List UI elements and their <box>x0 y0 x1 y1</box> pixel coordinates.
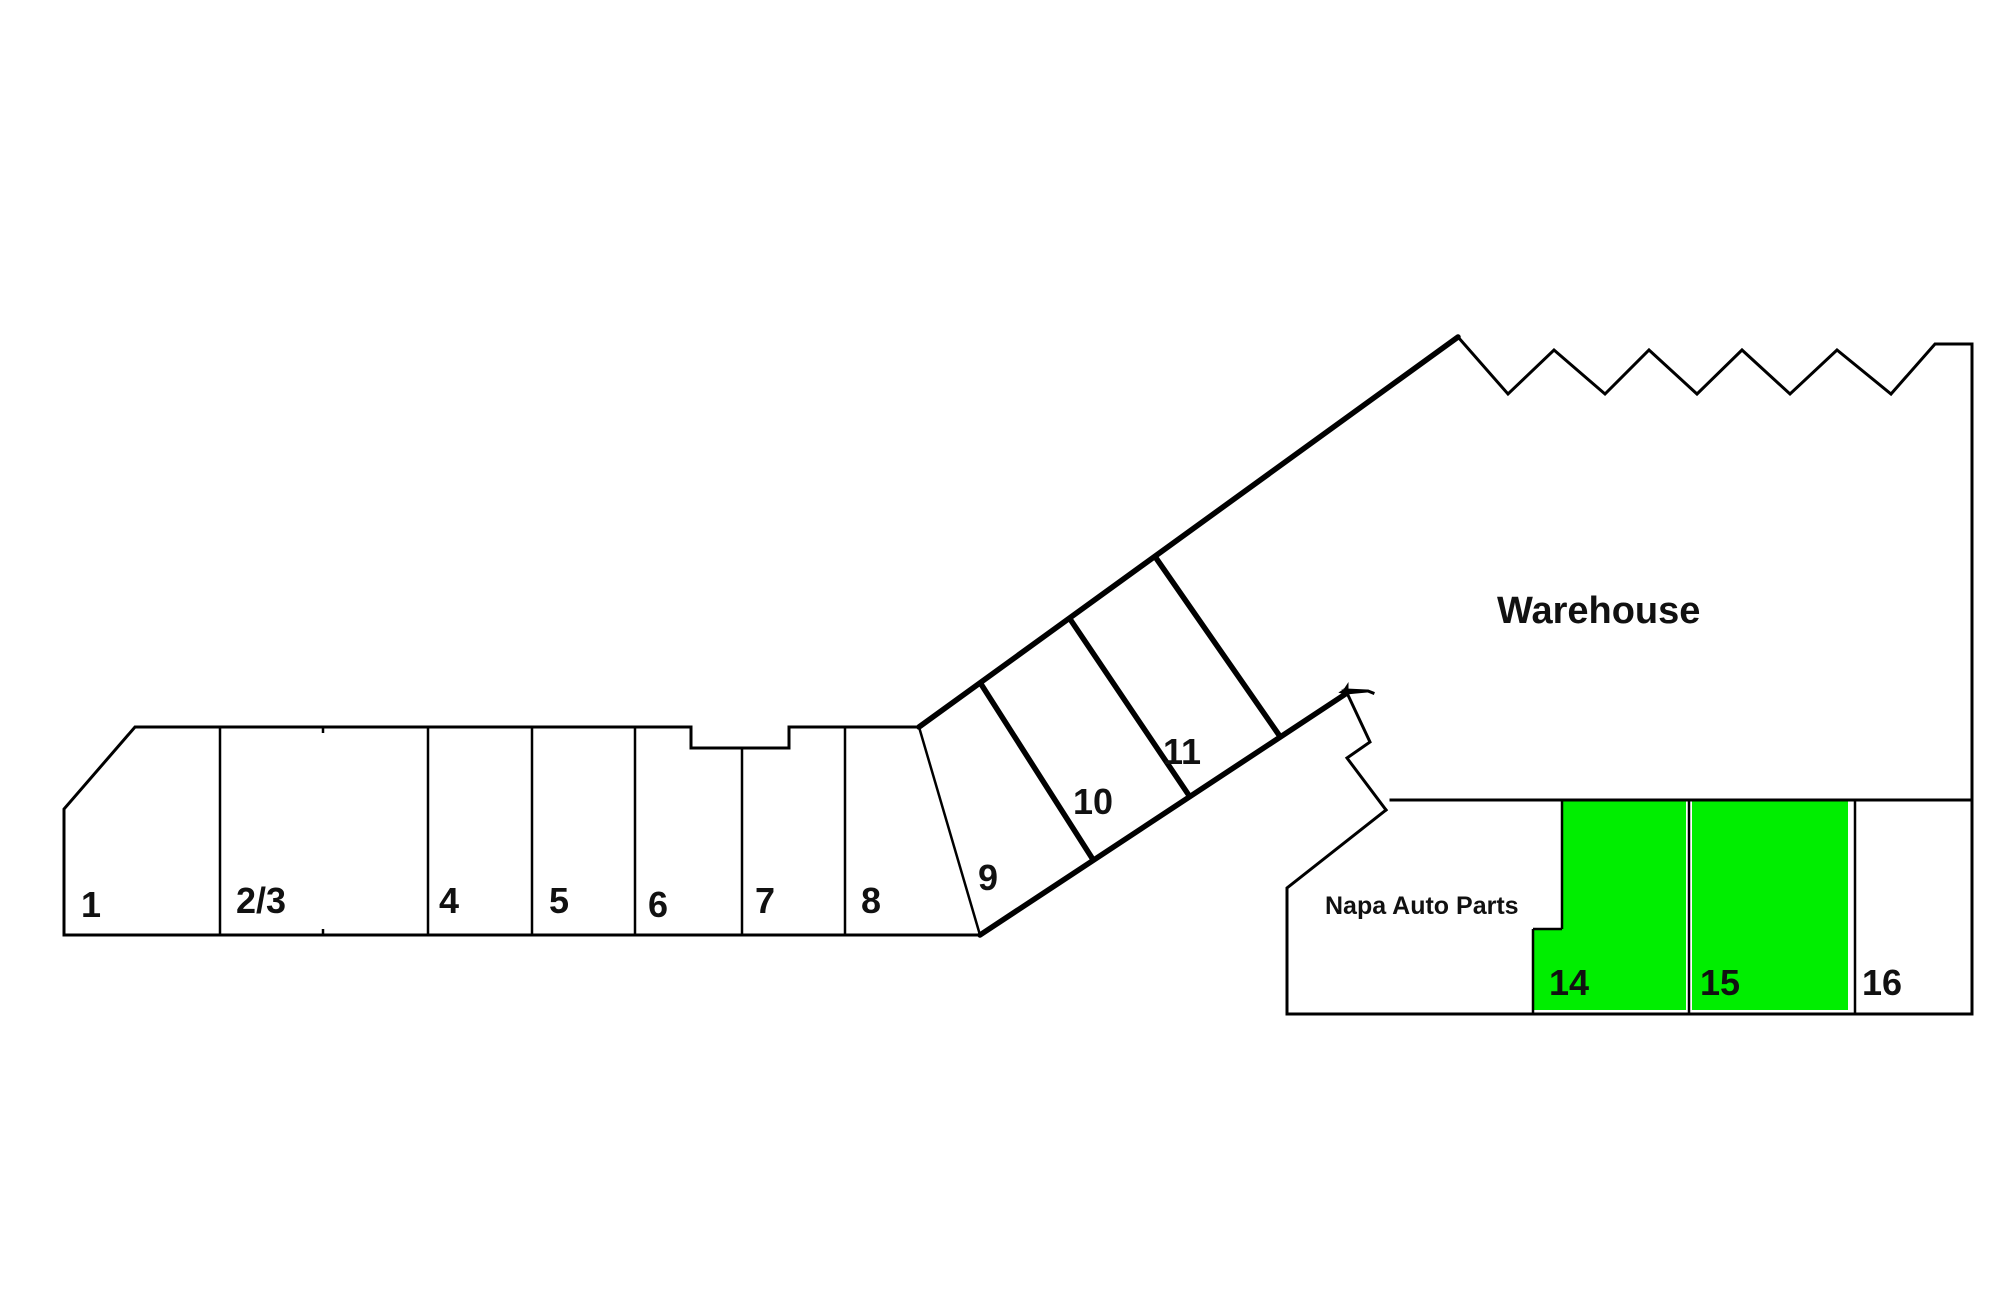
warehouse-sawtooth-roof <box>1455 334 1974 802</box>
unit-label-10: 10 <box>1073 781 1113 822</box>
unit-label-4: 4 <box>439 880 459 921</box>
unit-15-fill[interactable] <box>1692 800 1848 1010</box>
tenant-label-napa: Napa Auto Parts <box>1325 892 1519 920</box>
unit-14-fill[interactable] <box>1533 800 1686 1010</box>
unit-label-7: 7 <box>755 880 775 921</box>
divider-11-warehouse <box>1153 555 1282 738</box>
unit-label-1: 1 <box>81 884 101 925</box>
divider-8-9 <box>917 726 982 936</box>
warehouse-building <box>1338 334 1974 802</box>
unit-label-15: 15 <box>1700 962 1740 1003</box>
unit-label-2-3: 2/3 <box>236 880 286 921</box>
unit-label-11: 11 <box>1163 731 1201 772</box>
right-block <box>1285 688 1974 1016</box>
unit-label-5: 5 <box>549 880 569 921</box>
unit-label-16: 16 <box>1862 962 1902 1003</box>
warehouse-label: Warehouse <box>1497 590 1700 632</box>
right-block-outline <box>1285 798 1974 1016</box>
diagonal-front-wall <box>977 690 1350 938</box>
left-strip <box>62 725 982 937</box>
notch-connector <box>1344 691 1389 813</box>
left-strip-outline <box>62 725 982 937</box>
divider-9-10 <box>978 681 1095 861</box>
unit-label-8: 8 <box>861 880 881 921</box>
unit-label-9: 9 <box>978 857 998 898</box>
diagonal-strip <box>916 334 1461 938</box>
unit-label-14: 14 <box>1549 962 1589 1003</box>
notch-top <box>1342 688 1350 696</box>
diagonal-back-wall <box>916 334 1461 730</box>
divider-10-11 <box>1067 616 1191 797</box>
unit-label-6: 6 <box>648 884 668 925</box>
